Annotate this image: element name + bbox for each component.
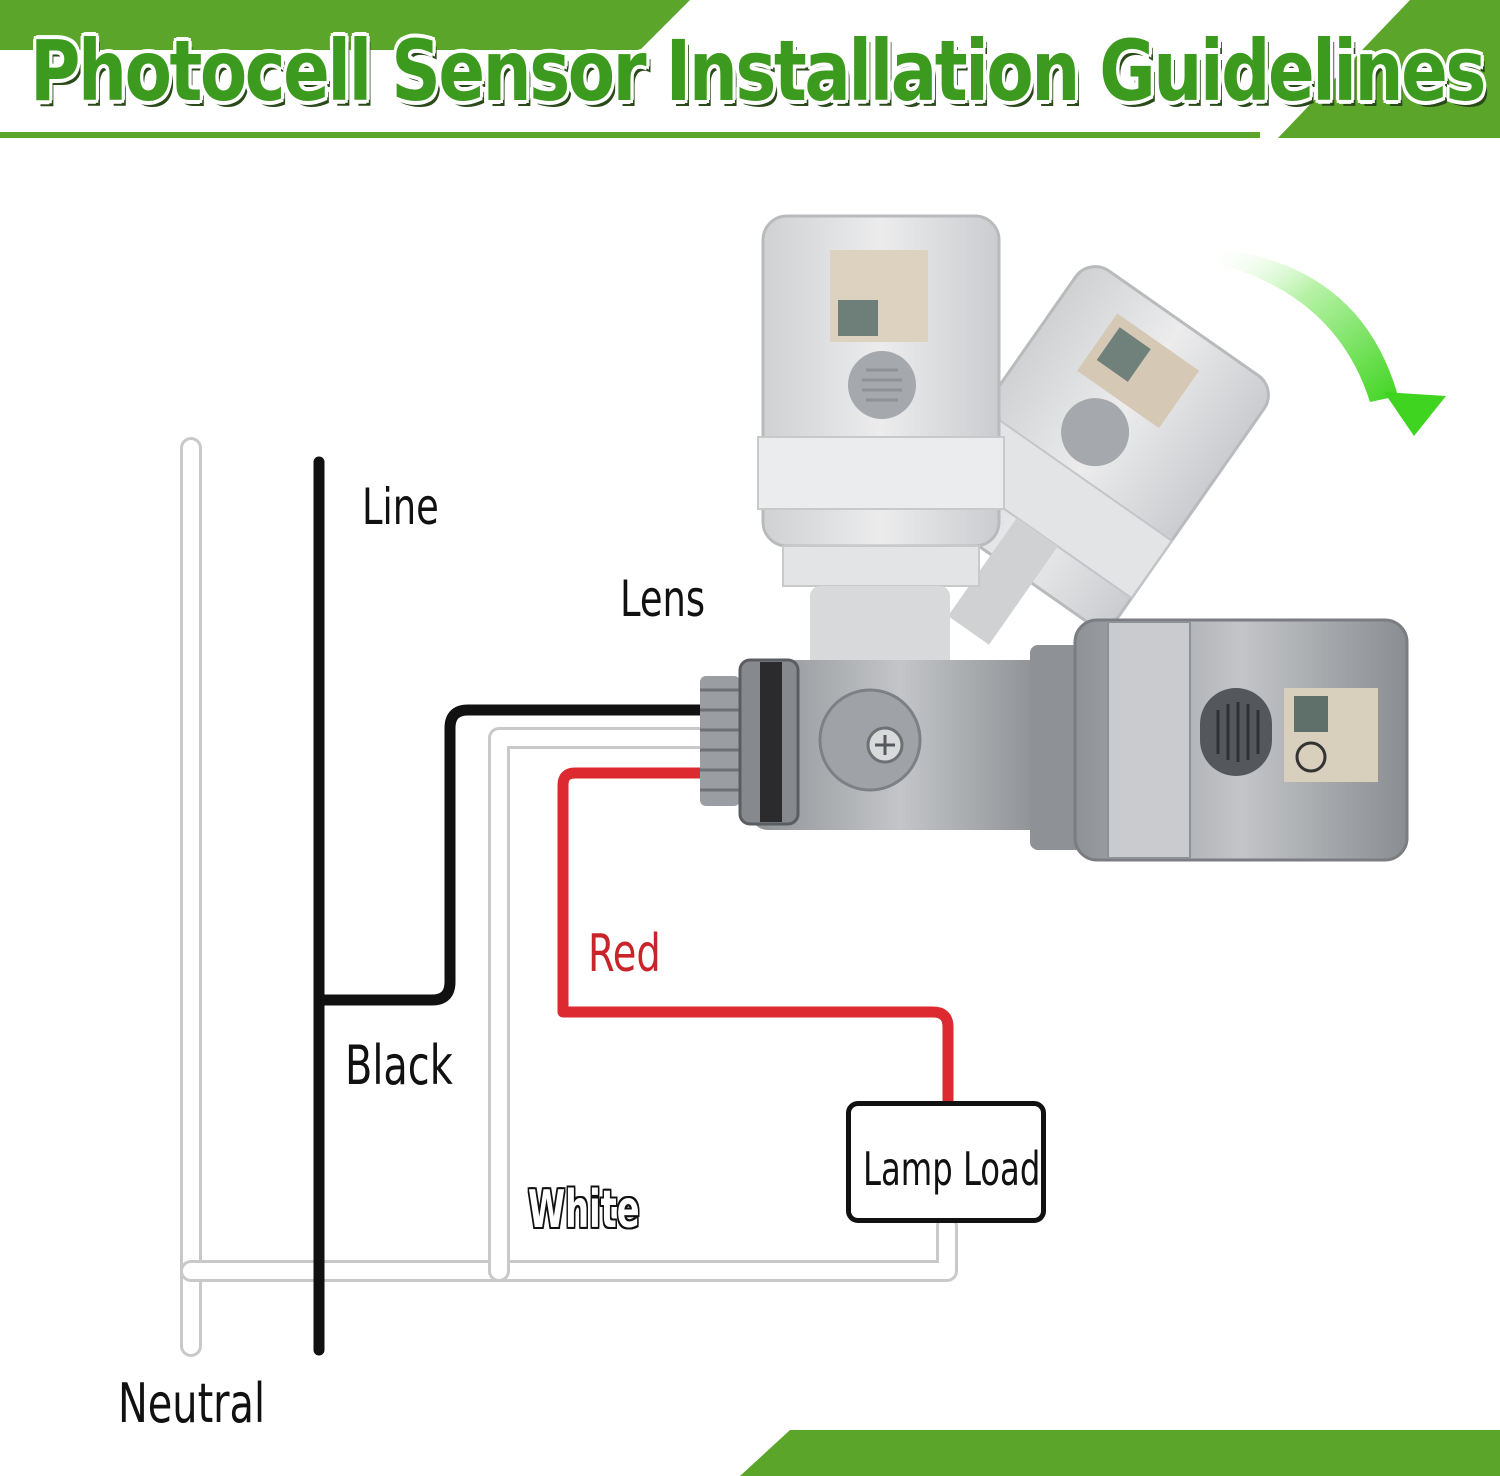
line-label: Line xyxy=(362,478,439,536)
red-wire-label: Red xyxy=(588,924,661,984)
page-title: Photocell Sensor Installation Guidelines xyxy=(30,22,1486,120)
screw-icon xyxy=(866,726,904,764)
black-wire-label: Black xyxy=(345,1034,453,1097)
lamp-load-label: Lamp Load xyxy=(863,1142,1041,1196)
ul-listing-mark-icon xyxy=(1284,688,1378,782)
neutral-label: Neutral xyxy=(118,1372,266,1435)
red-wire xyxy=(557,767,954,1108)
rotation-arrow-icon xyxy=(1210,248,1446,436)
photocell-sensor-icon xyxy=(700,214,1409,862)
neutral-wire xyxy=(180,437,958,1357)
wiring xyxy=(180,437,958,1357)
line-wire xyxy=(313,456,706,1356)
lens-label: Lens xyxy=(620,570,706,628)
white-wire-label: White xyxy=(528,1180,640,1240)
top-banner xyxy=(0,0,1500,138)
lamp-load-box: Lamp Load xyxy=(846,1101,1046,1223)
bottom-banner xyxy=(740,1430,1500,1476)
